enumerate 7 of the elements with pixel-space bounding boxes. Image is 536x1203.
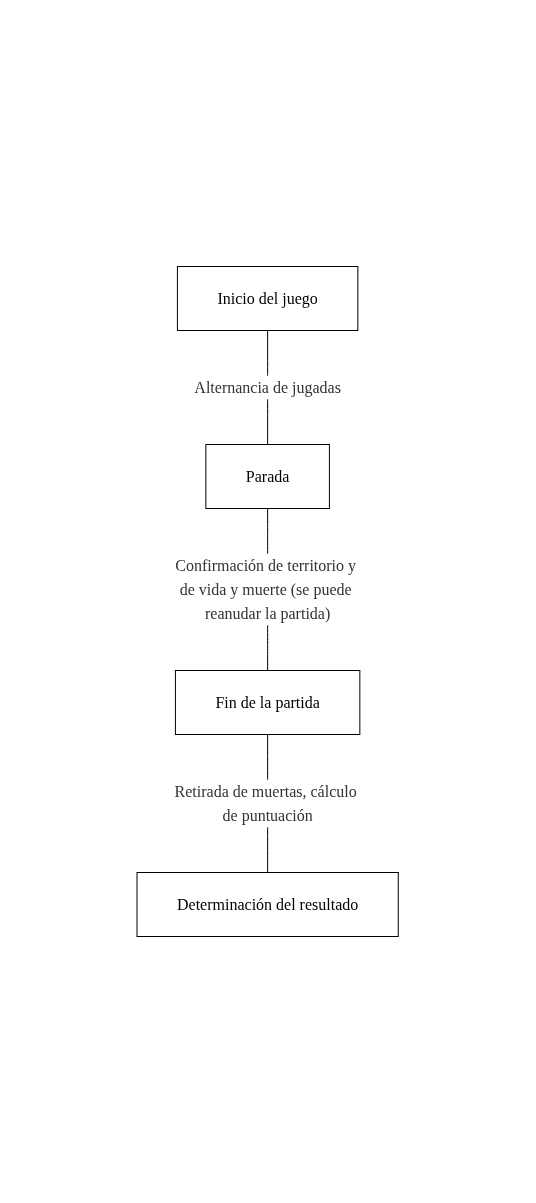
edge-label: Confirmación de territorio y de vida y muerte (se puede reanudar la partida) bbox=[175, 556, 357, 622]
edge-label: Alternancia de jugadas bbox=[194, 378, 342, 396]
edge-label: Retirada de muertas, cálculo de puntuación bbox=[174, 782, 358, 824]
node-box: Fin de la partida bbox=[175, 670, 361, 735]
node-box: Inicio del juego bbox=[177, 266, 359, 331]
node-box: Determinación del resultado bbox=[136, 872, 400, 937]
node-box: Parada bbox=[205, 444, 331, 509]
